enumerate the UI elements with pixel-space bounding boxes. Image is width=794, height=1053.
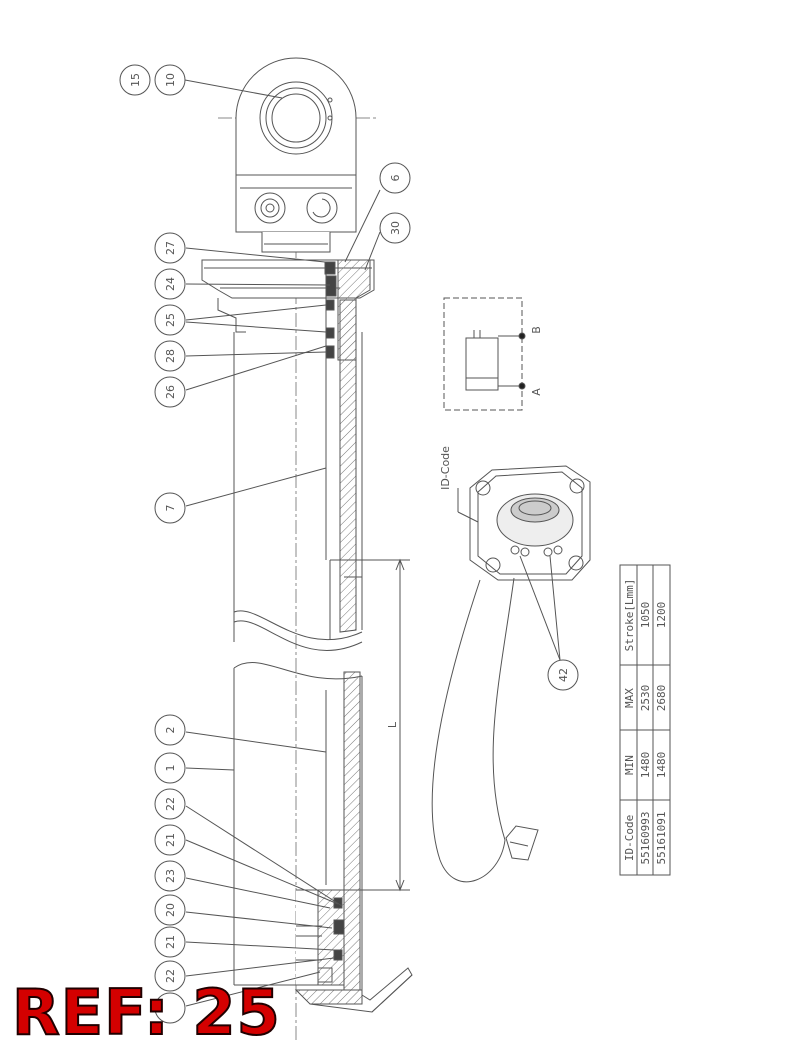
detail-label-b: B — [530, 326, 543, 334]
piston-rod — [325, 265, 331, 885]
callout-23: 23 — [164, 869, 177, 883]
table-header-stroke: Stroke[Lmm] — [623, 579, 636, 652]
rod-eye-head — [235, 57, 357, 233]
callout-10: 10 — [164, 73, 177, 87]
position-sensor — [431, 465, 591, 883]
callout-6: 6 — [389, 175, 402, 182]
callout-21-upper: 21 — [164, 833, 177, 847]
callout-30: 30 — [389, 221, 402, 235]
callout-1: 1 — [164, 765, 177, 772]
table-cell: 55160993 — [639, 812, 652, 865]
table-cell: 1200 — [655, 602, 668, 629]
table-cell: 55161091 — [655, 812, 668, 865]
callout-28: 28 — [164, 349, 177, 363]
table-header-min: MIN — [623, 755, 636, 775]
bottom-end — [294, 989, 363, 1005]
table-cell: 2680 — [655, 685, 668, 712]
callout-2: 2 — [164, 727, 177, 734]
piston — [296, 889, 345, 986]
detail-label-a: A — [530, 388, 543, 396]
callout-circles — [119, 64, 579, 1024]
callout-7: 7 — [164, 505, 177, 512]
grease-nipple — [254, 192, 286, 224]
cylinder-barrel-lower — [233, 662, 363, 990]
rod-seal — [325, 275, 337, 297]
dimension-label: L — [386, 721, 399, 728]
callout-15: 15 — [129, 73, 142, 87]
callout-22-upper: 22 — [164, 797, 177, 811]
callout-20: 20 — [164, 903, 177, 917]
callout-24: 24 — [164, 277, 177, 291]
callout-21-lower: 21 — [164, 935, 177, 949]
tube-wall-lower — [343, 671, 361, 991]
table-header-max: MAX — [623, 688, 636, 708]
guide-ring — [325, 345, 335, 359]
plug — [306, 192, 338, 224]
ref-badge: REF: 25 — [11, 976, 281, 1049]
table-cell: 2530 — [639, 685, 652, 712]
callout-25: 25 — [164, 313, 177, 327]
table-header-id: ID-Code — [623, 815, 636, 861]
detail-view — [443, 297, 526, 411]
callout-26: 26 — [164, 385, 177, 399]
callout-22-lower: 22 — [164, 969, 177, 983]
wiper-seal — [324, 261, 336, 275]
table-cell: 1480 — [639, 752, 652, 779]
cylinder-barrel-upper — [233, 332, 363, 651]
dimension-l — [330, 558, 410, 892]
stroke-table — [619, 564, 671, 876]
callout-42: 42 — [557, 668, 570, 682]
id-code-label: ID-Code — [439, 446, 452, 490]
table-cell: 1480 — [655, 752, 668, 779]
table-cell: 1050 — [639, 602, 652, 629]
callout-27: 27 — [164, 241, 177, 255]
leader-lines — [184, 79, 561, 1007]
tube-wall-upper — [339, 299, 357, 633]
